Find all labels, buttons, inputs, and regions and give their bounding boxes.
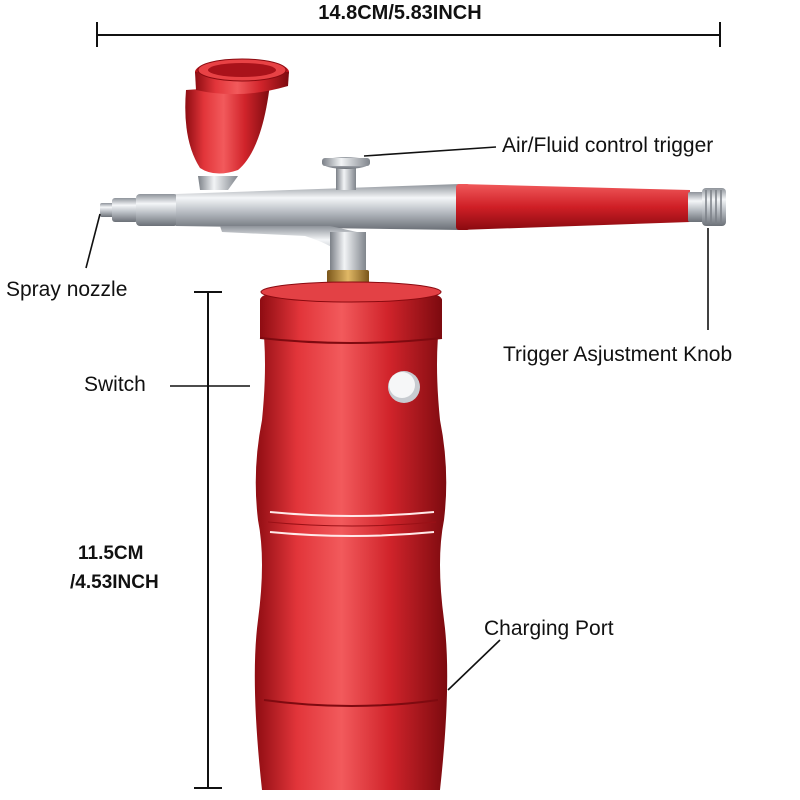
width-dimension-label: 14.8CM/5.83INCH [318, 2, 482, 24]
chrome-body-tube [176, 184, 460, 230]
trigger [322, 157, 370, 190]
power-switch [388, 371, 420, 403]
compressor-body [254, 281, 448, 790]
adjustment-knob [688, 188, 726, 226]
height-dimension-line [194, 291, 222, 789]
height-dimension-label-line2: /4.53INCH [70, 572, 159, 593]
red-handle [460, 184, 690, 230]
charging-port-callout-label: Charging Port [484, 617, 614, 640]
knob-callout-label: Trigger Asjustment Knob [503, 343, 733, 366]
leader-lines [85, 146, 709, 691]
spray-nozzle [100, 194, 178, 226]
switch-callout-label: Switch [84, 373, 146, 396]
width-dimension-line [96, 22, 721, 47]
trigger-callout-label: Air/Fluid control trigger [502, 134, 714, 157]
color-cup [185, 58, 289, 190]
nozzle-callout-label: Spray nozzle [6, 278, 128, 301]
air-stem [330, 232, 366, 274]
air-inlet-bracket [220, 226, 366, 272]
height-dimension-label-line1: 11.5CM [78, 543, 144, 564]
